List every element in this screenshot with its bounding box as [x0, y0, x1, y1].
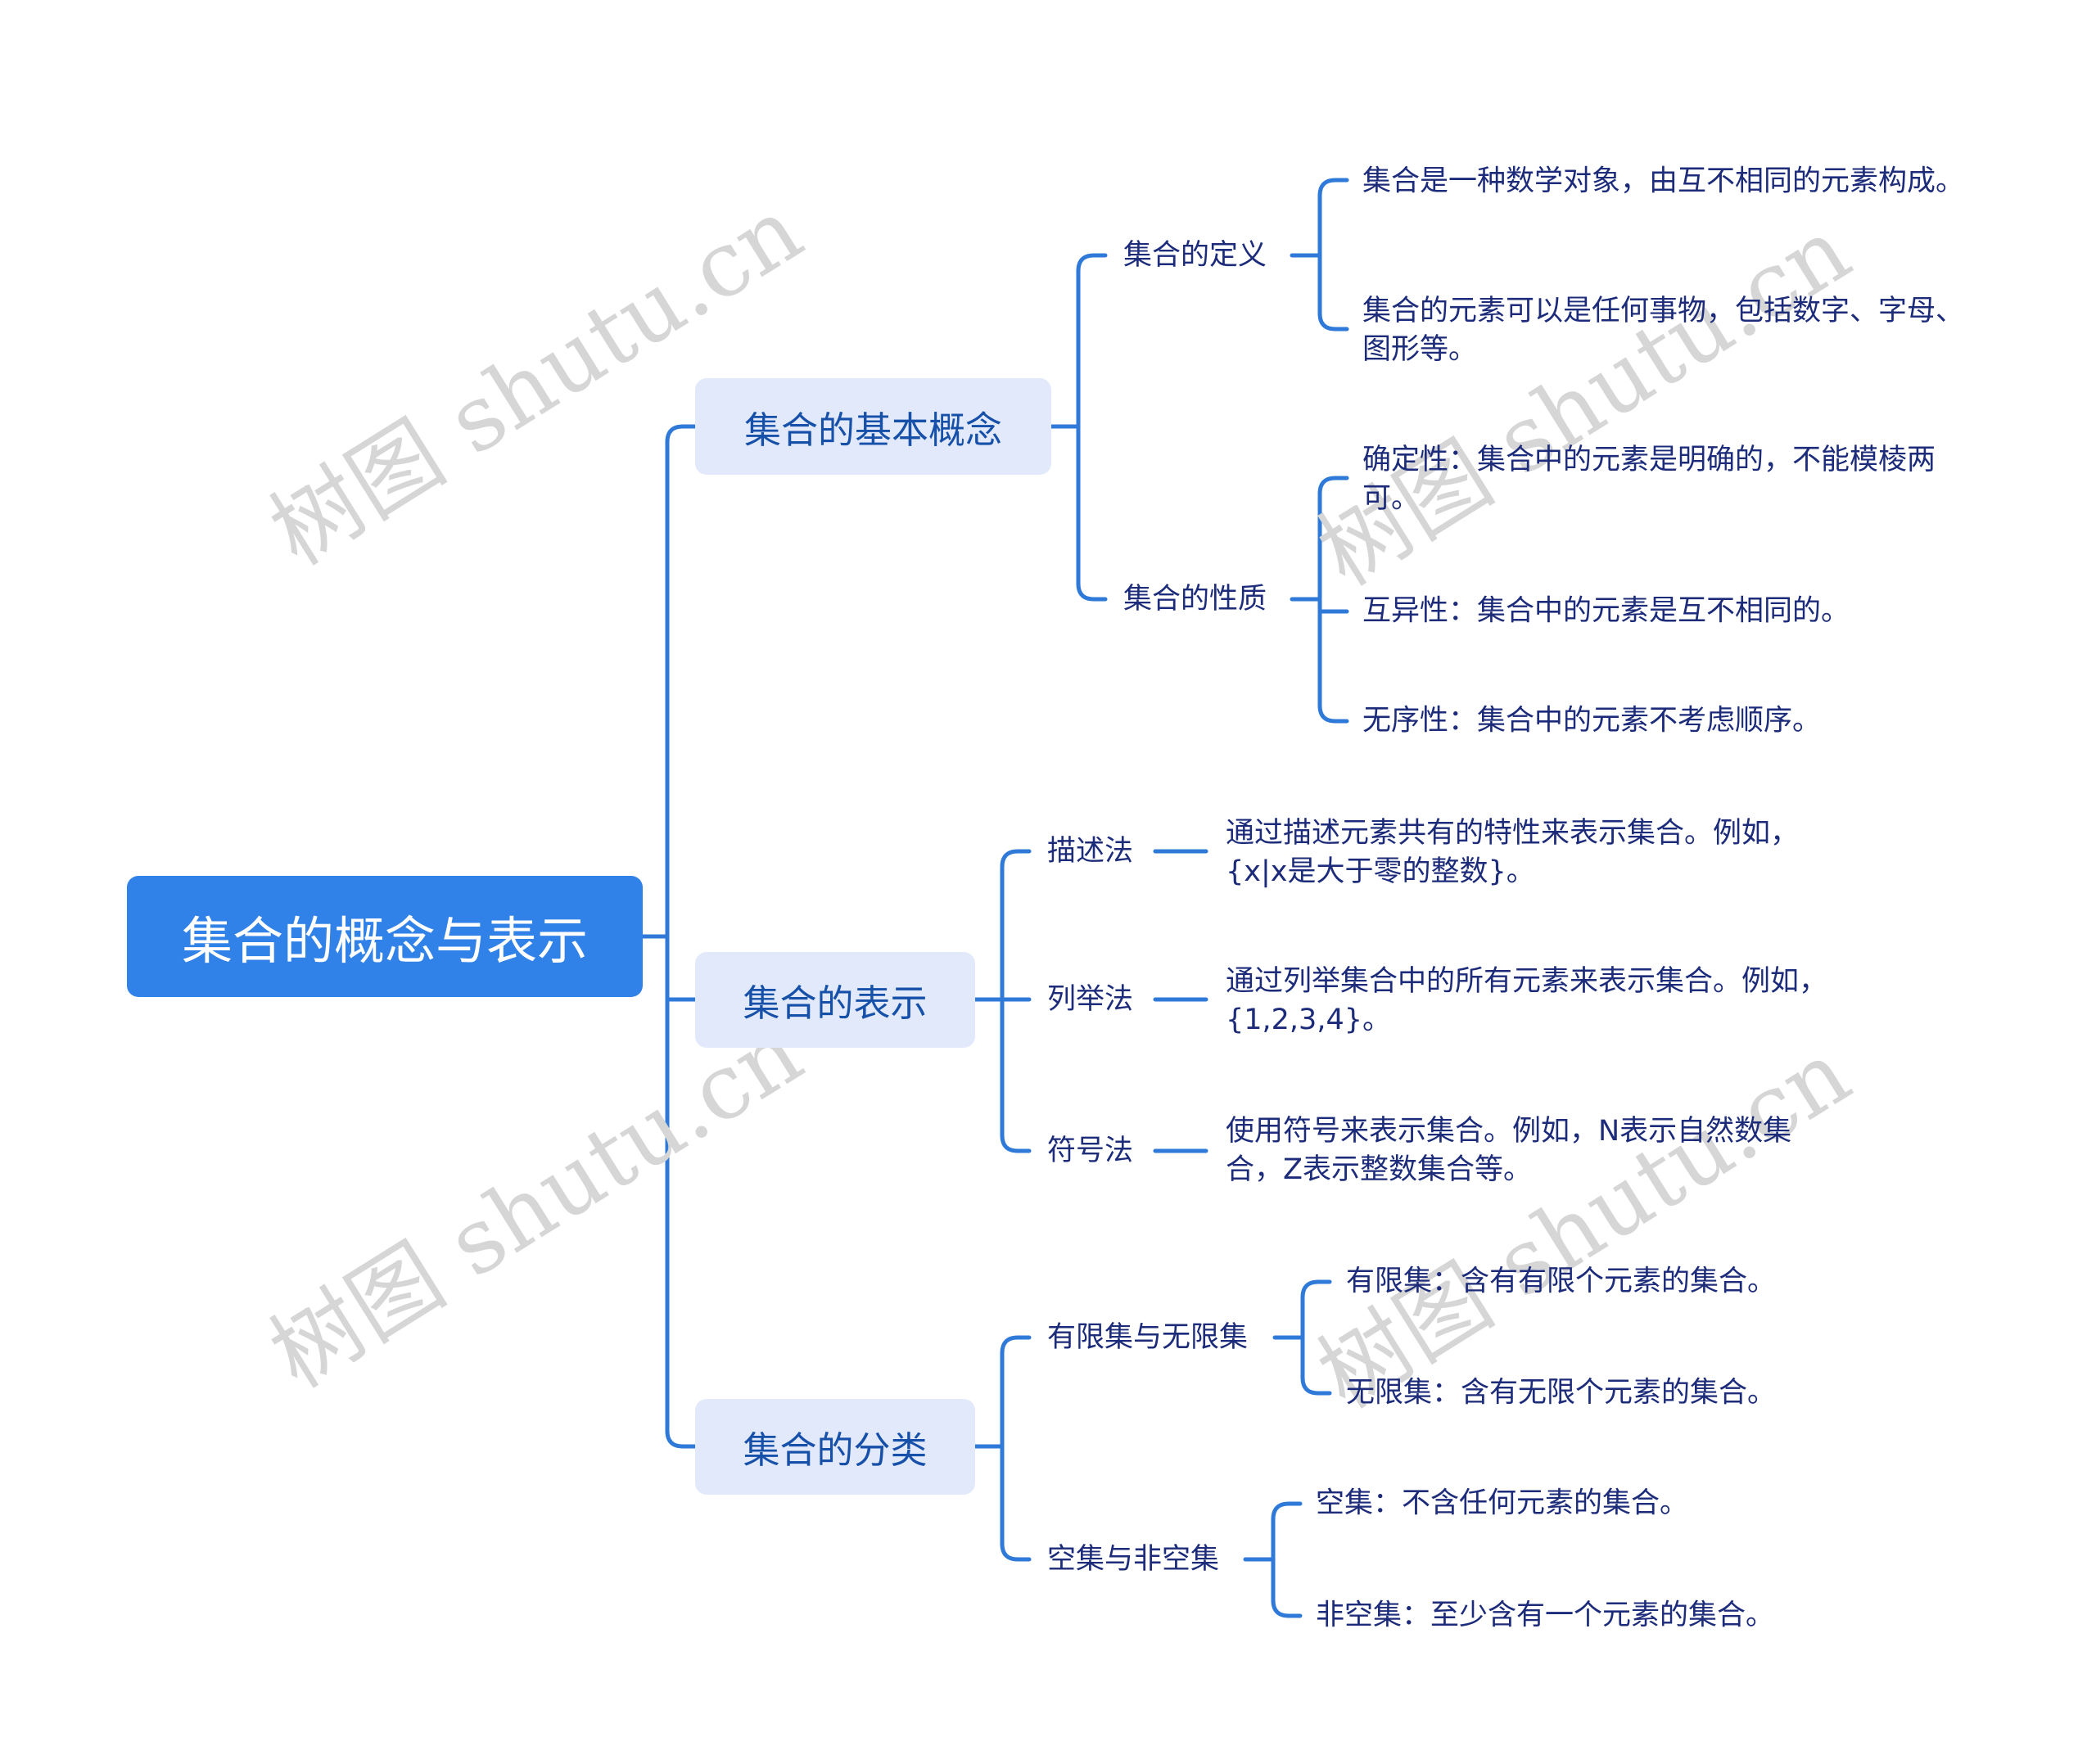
- branch-node-classification[interactable]: 集合的分类: [695, 1399, 975, 1495]
- leaf-node[interactable]: 无序性：集合中的元素不考虑顺序。: [1362, 704, 1822, 738]
- leaf-node[interactable]: 确定性：集合中的元素是明确的，不能模棱两可。: [1362, 444, 1936, 515]
- sub-node-description-method[interactable]: 描述法: [1047, 835, 1134, 868]
- leaf-node[interactable]: 集合的元素可以是任何事物，包括数字、字母、图形等。: [1362, 295, 1965, 366]
- leaf-node[interactable]: 互异性：集合中的元素是互不相同的。: [1362, 594, 1850, 628]
- leaf-node[interactable]: 集合是一种数学对象，由互不相同的元素构成。: [1362, 165, 1965, 198]
- leaf-node[interactable]: 通过描述元素共有的特性来表示集合。例如，{x|x是大于零的整数}。: [1226, 817, 1800, 888]
- branch-label: 集合的表示: [743, 981, 928, 1025]
- leaf-node[interactable]: 有限集：含有有限个元素的集合。: [1346, 1265, 1777, 1298]
- branch-node-basic-concept[interactable]: 集合的基本概念: [695, 378, 1051, 475]
- branch-label: 集合的基本概念: [743, 408, 1002, 452]
- sub-node-empty-nonempty[interactable]: 空集与非空集: [1047, 1543, 1220, 1576]
- root-label: 集合的概念与表示: [181, 911, 588, 971]
- sub-node-definition[interactable]: 集合的定义: [1123, 239, 1267, 272]
- branch-node-representation[interactable]: 集合的表示: [695, 952, 975, 1048]
- root-node[interactable]: 集合的概念与表示: [127, 876, 643, 997]
- sub-node-finite-infinite[interactable]: 有限集与无限集: [1047, 1321, 1249, 1354]
- leaf-node[interactable]: 通过列举集合中的所有元素来表示集合。例如，{1,2,3,4}。: [1226, 965, 1828, 1036]
- sub-node-symbol-method[interactable]: 符号法: [1047, 1135, 1134, 1167]
- sub-node-enumeration-method[interactable]: 列举法: [1047, 983, 1134, 1016]
- leaf-node[interactable]: 空集：不含任何元素的集合。: [1316, 1487, 1689, 1520]
- leaf-node[interactable]: 使用符号来表示集合。例如，N表示自然数集合，Z表示整数集合等。: [1226, 1115, 1792, 1186]
- sub-node-properties[interactable]: 集合的性质: [1123, 583, 1267, 616]
- branch-label: 集合的分类: [743, 1428, 928, 1472]
- leaf-node[interactable]: 无限集：含有无限个元素的集合。: [1346, 1376, 1777, 1410]
- leaf-node[interactable]: 非空集：至少含有一个元素的集合。: [1316, 1599, 1775, 1632]
